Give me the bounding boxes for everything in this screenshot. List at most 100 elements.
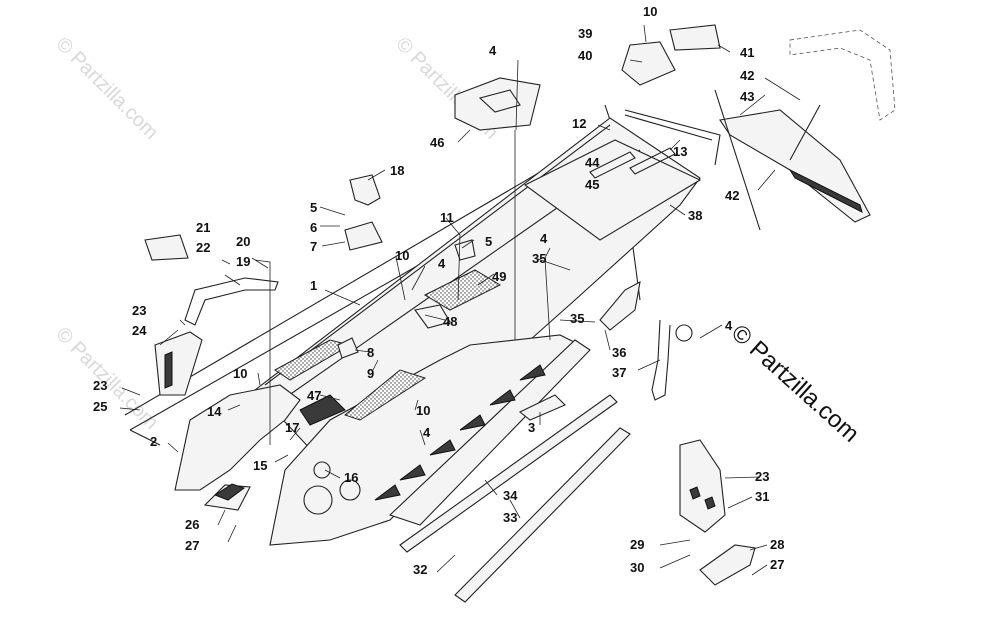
label-32: 32 [413, 562, 427, 577]
leader-lines [119, 24, 801, 576]
label-4c: 4 [438, 256, 446, 271]
part-41-bracket [621, 24, 721, 86]
label-25: 25 [93, 399, 107, 414]
part-3-bracket [518, 394, 566, 421]
label-48: 48 [443, 314, 457, 329]
label-22: 22 [196, 240, 210, 255]
part-43-snowflap [719, 109, 871, 223]
label-49: 49 [492, 269, 506, 284]
part-18-grommet [349, 174, 381, 206]
label-10c: 10 [416, 403, 430, 418]
tunnel-vent-45 [629, 147, 676, 175]
label-34: 34 [503, 488, 518, 503]
label-21: 21 [196, 220, 210, 235]
label-17: 17 [285, 420, 299, 435]
label-18: 18 [390, 163, 404, 178]
chassis-tunnel [174, 117, 702, 553]
label-5b: 5 [485, 234, 492, 249]
label-3: 3 [528, 420, 535, 435]
label-33: 33 [503, 510, 517, 525]
label-10b: 10 [233, 366, 247, 381]
label-11: 11 [440, 210, 454, 225]
label-35b: 35 [570, 311, 584, 326]
part-19-bar [184, 277, 279, 326]
label-13: 13 [673, 144, 687, 159]
label-10d: 10 [643, 4, 657, 19]
chassis-dark-opening [299, 394, 346, 426]
label-4d: 4 [423, 425, 431, 440]
label-40: 40 [578, 48, 592, 63]
tunnel-reference-line [124, 139, 596, 416]
label-14: 14 [207, 404, 222, 419]
part-31-footrest [679, 439, 726, 533]
label-4e: 4 [725, 318, 733, 333]
part-24-bracket [154, 331, 203, 396]
label-23c: 23 [755, 469, 769, 484]
label-2: 2 [150, 434, 157, 449]
part-7-bracket [344, 221, 383, 251]
running-board-cutouts [374, 364, 546, 501]
label-20: 20 [236, 234, 250, 249]
label-9: 9 [367, 366, 374, 381]
label-4a: 4 [489, 43, 497, 58]
label-42b: 42 [725, 188, 739, 203]
label-31: 31 [755, 489, 769, 504]
part-46-seat-pad [454, 77, 541, 131]
label-19: 19 [236, 254, 250, 269]
label-23b: 23 [93, 378, 107, 393]
tunnel-vent-44 [589, 151, 636, 179]
rack-outline [789, 29, 896, 121]
part-26-cover [203, 483, 251, 511]
chassis-hole [303, 485, 333, 515]
label-41: 41 [740, 45, 754, 60]
chassis-hole [339, 479, 361, 501]
guide-line [714, 89, 761, 231]
label-10a: 10 [395, 248, 409, 263]
label-1: 1 [310, 278, 317, 293]
label-27a: 27 [185, 538, 199, 553]
label-47: 47 [307, 388, 321, 403]
side-panel-left [269, 334, 581, 546]
part-21-plate [144, 234, 189, 261]
label-23a: 23 [132, 303, 146, 318]
tunnel-hood-panel [523, 139, 702, 241]
foam-pad-47 [343, 369, 427, 421]
label-39: 39 [578, 26, 592, 41]
label-4b: 4 [540, 231, 548, 246]
label-7: 7 [310, 239, 317, 254]
label-28: 28 [770, 537, 784, 552]
label-46: 46 [430, 135, 444, 150]
label-5a: 5 [310, 200, 317, 215]
label-27b: 27 [770, 557, 784, 572]
part-32-bar [454, 427, 631, 603]
part-13-strap [624, 109, 721, 166]
part-37-cable [651, 319, 671, 401]
label-24: 24 [132, 323, 147, 338]
label-8: 8 [367, 345, 374, 360]
label-16: 16 [344, 470, 358, 485]
label-45: 45 [585, 177, 599, 192]
part-36-guard [599, 280, 641, 331]
side-panel-rear [174, 384, 301, 491]
label-38: 38 [688, 208, 702, 223]
label-6: 6 [310, 220, 317, 235]
part-37-eye [675, 324, 693, 342]
label-29: 29 [630, 537, 644, 552]
label-42a: 42 [740, 68, 754, 83]
label-36: 36 [612, 345, 626, 360]
label-43: 43 [740, 89, 754, 104]
watermark-text: © Partzilla.com [51, 33, 162, 144]
part-28-cover [699, 544, 756, 586]
label-15: 15 [253, 458, 267, 473]
label-35a: 35 [532, 251, 546, 266]
label-30: 30 [630, 560, 644, 575]
label-44: 44 [585, 155, 600, 170]
chassis-hole [313, 461, 331, 479]
partzilla-watermark: © Partzilla.com [726, 319, 864, 447]
label-12: 12 [572, 116, 586, 131]
label-26: 26 [185, 517, 199, 532]
part-8-bracket [337, 337, 359, 359]
guide-line [789, 104, 821, 161]
side-rail [399, 394, 618, 553]
